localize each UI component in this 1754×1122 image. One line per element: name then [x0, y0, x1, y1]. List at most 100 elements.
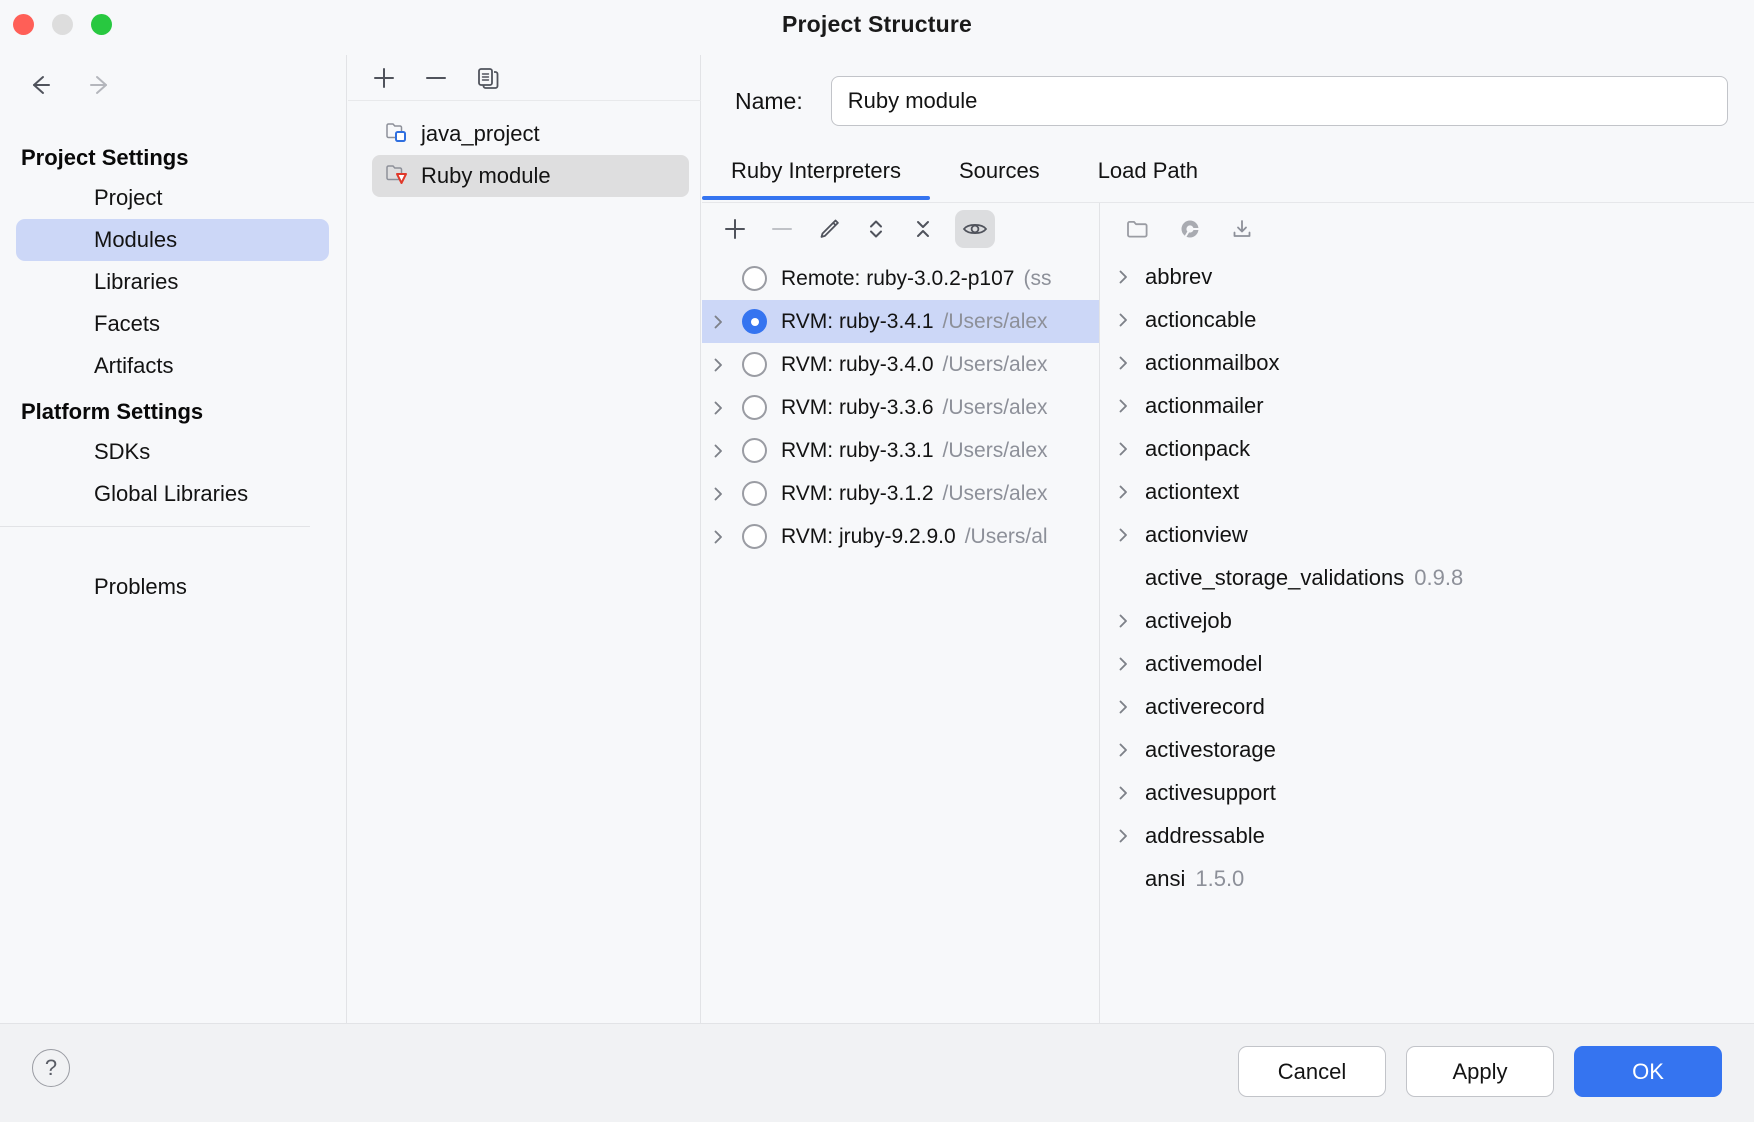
gem-row[interactable]: activejob [1101, 599, 1754, 642]
chevron-right-icon[interactable] [1101, 397, 1145, 415]
gem-row[interactable]: actionmailer [1101, 384, 1754, 427]
chevron-right-icon[interactable] [702, 399, 734, 417]
interpreter-row[interactable]: Remote: ruby-3.0.2-p107 (ss [702, 257, 1099, 300]
gem-row[interactable]: actiontext [1101, 470, 1754, 513]
gem-row[interactable]: ansi 1.5.0 [1101, 857, 1754, 900]
gem-row[interactable]: activesupport [1101, 771, 1754, 814]
interpreter-radio[interactable] [742, 395, 767, 420]
gem-row[interactable]: actionmailbox [1101, 341, 1754, 384]
gem-row[interactable]: actionpack [1101, 427, 1754, 470]
gem-name: active_storage_validations [1145, 564, 1405, 590]
chevron-right-icon[interactable] [702, 313, 734, 331]
sidebar-item-label: Artifacts [94, 353, 174, 378]
chevron-right-icon[interactable] [702, 442, 734, 460]
sidebar-item-global-libraries[interactable]: Global Libraries [16, 473, 329, 515]
interpreter-radio[interactable] [742, 481, 767, 506]
interpreter-row[interactable]: RVM: ruby-3.1.2 /Users/alex [702, 472, 1099, 515]
chevron-right-icon[interactable] [1101, 311, 1145, 329]
gem-row[interactable]: addressable [1101, 814, 1754, 857]
gem-row[interactable]: actionview [1101, 513, 1754, 556]
gem-name: actionpack [1145, 435, 1251, 461]
gem-row[interactable]: activestorage [1101, 728, 1754, 771]
interpreter-radio[interactable] [742, 309, 767, 334]
copy-module-button[interactable] [473, 63, 503, 93]
chevron-right-icon[interactable] [1101, 612, 1145, 630]
gem-row[interactable]: active_storage_validations 0.9.8 [1101, 556, 1754, 599]
button-label: OK [1632, 1058, 1664, 1084]
sidebar-item-label: Project [94, 185, 163, 210]
chevron-right-icon[interactable] [1101, 354, 1145, 372]
module-list-item-label: Ruby module [421, 163, 551, 188]
sidebar-item-project[interactable]: Project [16, 177, 329, 219]
chevron-right-icon[interactable] [702, 528, 734, 546]
add-module-button[interactable] [369, 63, 399, 93]
chevron-right-icon[interactable] [1101, 526, 1145, 544]
interpreter-radio[interactable] [742, 266, 767, 291]
gem-manager-button[interactable] [1175, 214, 1205, 244]
chevron-right-icon[interactable] [1101, 698, 1145, 716]
remove-module-button[interactable] [421, 63, 451, 93]
apply-button[interactable]: Apply [1406, 1046, 1554, 1097]
cancel-button[interactable]: Cancel [1238, 1046, 1386, 1097]
interpreter-radio[interactable] [742, 352, 767, 377]
expand-all-button[interactable] [861, 214, 891, 244]
sidebar-item-modules[interactable]: Modules [16, 219, 329, 261]
chevron-right-icon[interactable] [1101, 440, 1145, 458]
gems-toolbar [1101, 203, 1754, 255]
chevron-right-icon[interactable] [1101, 827, 1145, 845]
chevron-right-icon[interactable] [702, 485, 734, 503]
chevron-right-icon[interactable] [1101, 268, 1145, 286]
module-list-item-java-project[interactable]: java_project [372, 113, 689, 155]
sidebar-item-libraries[interactable]: Libraries [16, 261, 329, 303]
gem-row[interactable]: actioncable [1101, 298, 1754, 341]
chevron-right-icon[interactable] [1101, 483, 1145, 501]
collapse-all-button[interactable] [908, 214, 938, 244]
remove-interpreter-button[interactable] [767, 214, 797, 244]
gem-name: actiontext [1145, 478, 1240, 504]
maximize-window-button[interactable] [91, 14, 112, 35]
sidebar-section-title-project-settings: Project Settings [21, 145, 189, 170]
back-arrow-icon[interactable] [22, 68, 56, 102]
interpreter-row-selected[interactable]: RVM: ruby-3.4.1 /Users/alex [702, 300, 1099, 343]
forward-arrow-icon[interactable] [84, 68, 118, 102]
tabs-underline [702, 202, 1754, 203]
gem-row[interactable]: activemodel [1101, 642, 1754, 685]
gem-row[interactable]: activerecord [1101, 685, 1754, 728]
show-hidden-interpreters-button[interactable] [955, 210, 995, 248]
chevron-right-icon[interactable] [702, 356, 734, 374]
add-interpreter-button[interactable] [720, 214, 750, 244]
minimize-window-button[interactable] [52, 14, 73, 35]
chevron-right-icon[interactable] [1101, 655, 1145, 673]
module-name-input[interactable] [830, 76, 1728, 126]
window-titlebar: Project Structure [0, 0, 1754, 55]
gem-row[interactable]: abbrev [1101, 255, 1754, 298]
close-window-button[interactable] [13, 14, 34, 35]
edit-interpreter-button[interactable] [814, 214, 844, 244]
interpreter-row[interactable]: RVM: jruby-9.2.9.0 /Users/al [702, 515, 1099, 558]
modules-list: java_project Ruby module [348, 113, 701, 197]
install-gem-button[interactable] [1227, 214, 1257, 244]
gems-list: abbrev actioncable actionmailbox [1101, 255, 1754, 900]
tab-sources[interactable]: Sources [930, 155, 1069, 200]
tab-ruby-interpreters[interactable]: Ruby Interpreters [702, 155, 930, 200]
sidebar-item-facets[interactable]: Facets [16, 303, 329, 345]
interpreter-row[interactable]: RVM: ruby-3.3.6 /Users/alex [702, 386, 1099, 429]
open-gems-folder-button[interactable] [1123, 214, 1153, 244]
chevron-right-icon[interactable] [1101, 741, 1145, 759]
module-list-item-ruby-module[interactable]: Ruby module [372, 155, 689, 197]
sidebar-item-label: SDKs [94, 439, 151, 464]
sidebar-divider [0, 526, 310, 527]
interpreter-row[interactable]: RVM: ruby-3.3.1 /Users/alex [702, 429, 1099, 472]
chevron-right-icon[interactable] [1101, 784, 1145, 802]
sidebar-item-artifacts[interactable]: Artifacts [16, 345, 329, 387]
ok-button[interactable]: OK [1574, 1046, 1722, 1097]
interpreter-radio[interactable] [742, 524, 767, 549]
help-button[interactable]: ? [32, 1049, 70, 1087]
interpreter-radio[interactable] [742, 438, 767, 463]
interpreter-row[interactable]: RVM: ruby-3.4.0 /Users/alex [702, 343, 1099, 386]
sidebar-item-sdks[interactable]: SDKs [16, 431, 329, 473]
settings-sidebar: Project Settings Project Modules Librari… [0, 55, 347, 1023]
sidebar-item-problems[interactable]: Problems [16, 566, 329, 608]
tab-load-path[interactable]: Load Path [1069, 155, 1227, 200]
gem-name: actionmailer [1145, 392, 1264, 418]
